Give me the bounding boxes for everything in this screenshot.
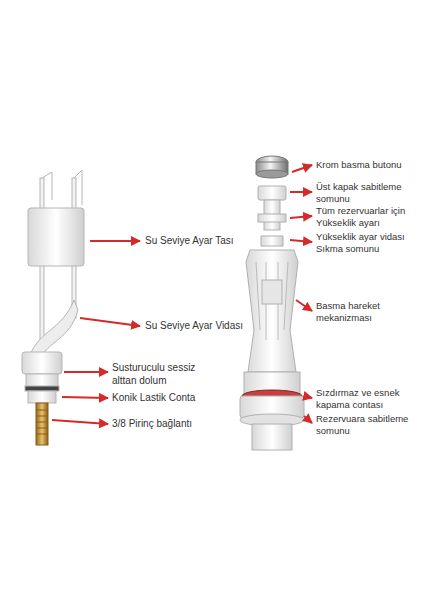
flush-valve (240, 156, 304, 450)
part-label: Üst kapak sabitleme somunu (316, 181, 420, 205)
part-label: Sızdırmaz ve esnek kapama contası (316, 387, 420, 411)
part-label: Susturuculu sessiz alttan dolum (112, 362, 202, 387)
part-label: Konik Lastik Conta (112, 392, 242, 405)
part-label: Rezervuara sabitleme somunu (316, 413, 420, 437)
fill-valve (22, 170, 84, 445)
part-label: Yükseklik ayar vidası Sıkma somunu (316, 231, 420, 255)
part-label: 3/8 Pirinç bağlantı (112, 418, 242, 431)
part-label: Su Seviye Ayar Tası (145, 235, 275, 248)
part-label: Tüm rezervuarlar için Yükseklik ayarı (316, 205, 420, 229)
leader-arrows (52, 165, 312, 424)
part-label: Krom basma butonu (316, 159, 420, 171)
part-label: Su Seviye Ayar Vidası (145, 320, 275, 333)
part-label: Basma hareket mekanizması (316, 300, 420, 324)
